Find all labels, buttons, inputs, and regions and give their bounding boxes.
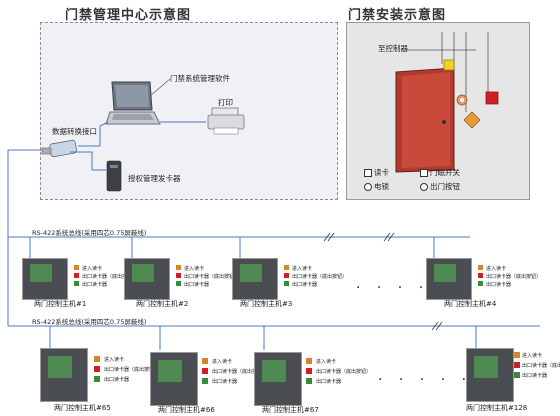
- converter-icon: [41, 139, 77, 158]
- row2-ellipsis: · · · · ·: [378, 372, 473, 388]
- software-label: 门禁系统管理软件: [170, 74, 230, 83]
- legend-door-sensor-label: 门磁开关: [430, 168, 460, 177]
- device-out-reader: 出口读卡器（底出按钮）: [82, 274, 138, 280]
- device-in-reader: 进入读卡: [82, 266, 103, 272]
- install-legend: 读卡 门磁开关 电锁 出门按钮: [364, 167, 524, 195]
- to-controller-label: 至控制器: [378, 44, 408, 53]
- install-diagram-title: 门禁安装示意图: [348, 8, 447, 23]
- device-out-reader: 出口读卡器（底出按钮）: [316, 369, 372, 375]
- device-out-reader: 出口读卡器（底出按钮）: [486, 274, 542, 280]
- device-in-reader: 进入读卡: [292, 266, 313, 272]
- controller-board: [262, 360, 286, 382]
- row1-ellipsis: · · · · ·: [356, 280, 451, 296]
- device-exit-reader: 出口读卡器: [184, 282, 210, 288]
- laptop-icon: [105, 81, 161, 125]
- device-in-reader: 进入读卡: [522, 353, 543, 359]
- lock-icon: [364, 183, 372, 191]
- device-out-reader: 出口读卡器（底出按钮）: [104, 367, 160, 373]
- controller-caption-4: 两门控制主机#4: [444, 300, 497, 308]
- controller-caption-66: 两门控制主机#66: [158, 406, 215, 414]
- printer-label: 打印: [218, 98, 233, 107]
- device-exit-reader: 出口读卡器: [212, 379, 238, 385]
- device-in-reader: 进入读卡: [212, 359, 233, 365]
- device-exit-reader: 出口读卡器: [292, 282, 318, 288]
- controller-caption-65: 两门控制主机#65: [54, 404, 111, 412]
- bus2-label: RS-422系统总线(采用四芯0.75屏蔽线): [32, 318, 147, 326]
- device-exit-reader: 出口读卡器: [104, 377, 130, 383]
- device-in-reader: 进入读卡: [486, 266, 507, 272]
- controller-caption-67: 两门控制主机#67: [262, 406, 319, 414]
- center-diagram-title: 门禁管理中心示意图: [65, 8, 192, 23]
- device-out-reader: 出口读卡器（底出按钮）: [292, 274, 348, 280]
- controller-caption-3: 两门控制主机#3: [240, 300, 293, 308]
- controller-caption-2: 两门控制主机#2: [136, 300, 189, 308]
- controller-caption-1: 两门控制主机#1: [34, 300, 87, 308]
- legend-reader-label: 读卡: [374, 168, 389, 177]
- card-issuer-label: 授权管理发卡器: [128, 174, 181, 183]
- controller-board: [158, 360, 182, 382]
- software-leader-line: [149, 78, 171, 97]
- device-out-reader: 出口读卡器（底出按钮）: [522, 363, 560, 369]
- device-exit-reader: 出口读卡器: [82, 282, 108, 288]
- bus1-label: RS-422系统总线(采用四芯0.75屏蔽线): [32, 229, 147, 237]
- legend-exit-button-label: 出门按钮: [430, 182, 460, 191]
- device-in-reader: 进入读卡: [184, 266, 205, 272]
- controller-board: [30, 264, 52, 282]
- device-in-reader: 进入读卡: [104, 357, 125, 363]
- controller-board: [240, 264, 262, 282]
- legend-lock-label: 电锁: [374, 182, 389, 191]
- exit-button-icon: [420, 183, 428, 191]
- device-exit-reader: 出口读卡器: [522, 373, 548, 379]
- device-in-reader: 进入读卡: [316, 359, 337, 365]
- door-sensor-icon: [420, 169, 428, 177]
- converter-label: 数据转换接口: [52, 127, 97, 136]
- install-drawing: [395, 32, 499, 173]
- controller-board: [474, 356, 498, 378]
- device-exit-reader: 出口读卡器: [316, 379, 342, 385]
- controller-board: [132, 264, 154, 282]
- reader-icon: [364, 169, 372, 177]
- controller-caption-128: 两门控制主机#128: [466, 404, 528, 412]
- printer-icon: [207, 107, 245, 135]
- controller-board: [48, 356, 72, 378]
- device-out-reader: 出口读卡器（底出按钮）: [184, 274, 240, 280]
- card-issuer-icon: [106, 160, 122, 192]
- center-diagram-frame: [40, 22, 338, 200]
- controller-board: [434, 264, 456, 282]
- device-out-reader: 出口读卡器（底出按钮）: [212, 369, 268, 375]
- device-exit-reader: 出口读卡器: [486, 282, 512, 288]
